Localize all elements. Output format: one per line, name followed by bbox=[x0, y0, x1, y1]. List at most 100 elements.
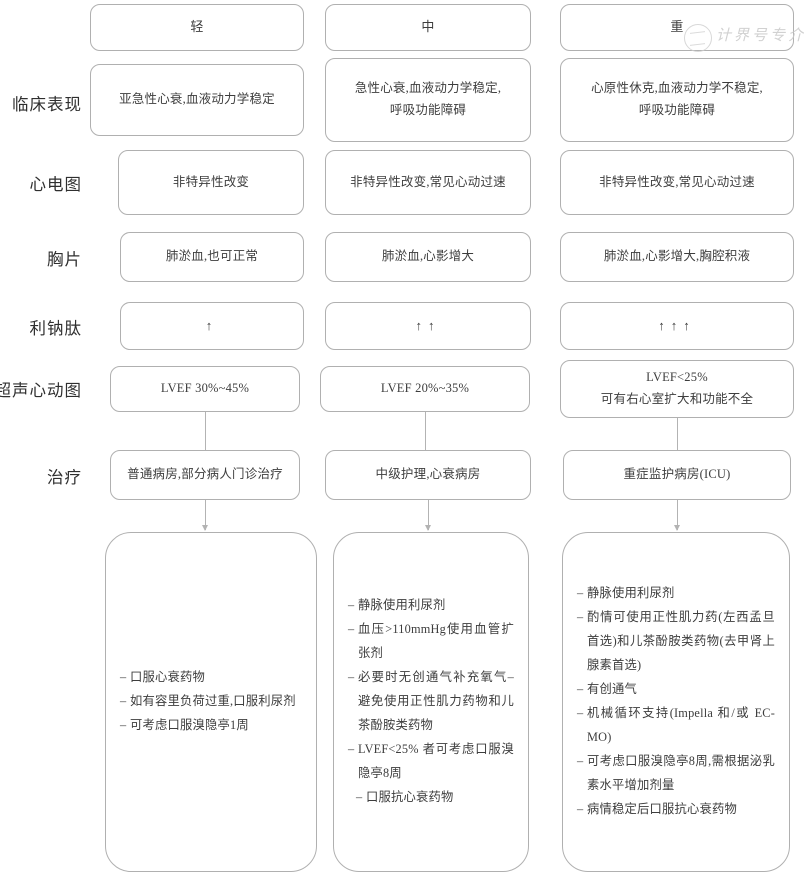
up-arrow-icon: ↑↑ bbox=[415, 317, 441, 333]
treatment-detail-item: –可考虑口服溴隐亭1周 bbox=[120, 714, 302, 738]
column-header-mild-text: 轻 bbox=[190, 19, 204, 35]
bullet-dash-icon: – bbox=[348, 598, 355, 613]
cell-text: 呼吸功能障碍 bbox=[638, 103, 716, 117]
cell-text: 普通病房,部分病人门诊治疗 bbox=[127, 467, 283, 482]
cell-natriuretic-mild[interactable]: ↑ bbox=[120, 302, 304, 350]
bullet-dash-icon: – bbox=[120, 670, 127, 685]
cell-echo-moderate[interactable]: LVEF 20%~35% bbox=[320, 366, 530, 412]
row-label-natriuretic-text: 利钠肽 bbox=[29, 319, 82, 338]
bullet-dash-icon: – bbox=[577, 586, 584, 601]
cell-text: 非特异性改变,常见心动过速 bbox=[350, 174, 506, 189]
treatment-detail-item-text: 必要时无创通气补充氧气–避免使用正性肌力药物和儿茶酚胺类药物 bbox=[358, 670, 514, 732]
cell-text: 肺淤血,心影增大,胸腔积液 bbox=[603, 249, 751, 264]
bullet-dash-icon: – bbox=[120, 717, 127, 732]
cell-clinical-severe[interactable]: 心原性休克,血液动力学不稳定, 呼吸功能障碍 bbox=[560, 58, 794, 142]
column-header-severe-text: 重 bbox=[670, 19, 684, 35]
cell-echo-mild[interactable]: LVEF 30%~45% bbox=[110, 366, 300, 412]
bullet-dash-icon: – bbox=[120, 694, 127, 709]
treatment-detail-item-text: 血压>110mmHg使用血管扩张剂 bbox=[358, 622, 514, 661]
treatment-detail-item-text: 如有容里负荷过重,口服利尿剂 bbox=[130, 694, 296, 709]
cell-text: 肺淤血,心影增大 bbox=[381, 249, 475, 264]
connector-echo-treatment-severe bbox=[677, 418, 678, 450]
row-label-ecg-text: 心电图 bbox=[29, 175, 82, 194]
cell-treatment-moderate[interactable]: 中级护理,心衰病房 bbox=[325, 450, 531, 500]
cell-natriuretic-severe[interactable]: ↑↑↑ bbox=[560, 302, 794, 350]
treatment-detail-item: –机械循环支持(Impella 和/或 EC-MO) bbox=[577, 702, 775, 750]
up-arrow-icon: ↑↑↑ bbox=[658, 317, 696, 333]
treatment-detail-item: –静脉使用利尿剂 bbox=[577, 582, 775, 606]
connector-echo-treatment-moderate bbox=[425, 412, 426, 450]
cell-text: 非特异性改变,常见心动过速 bbox=[599, 174, 755, 189]
cell-text: 可有右心室扩大和功能不全 bbox=[600, 392, 754, 406]
bullet-dash-icon: – bbox=[348, 670, 355, 685]
bullet-dash-icon: – bbox=[577, 801, 584, 816]
cell-text: 亚急性心衰,血液动力学稳定 bbox=[119, 92, 275, 107]
bullet-dash-icon: – bbox=[348, 622, 355, 637]
cell-text: LVEF 30%~45% bbox=[160, 381, 250, 396]
column-header-mild[interactable]: 轻 bbox=[90, 4, 304, 51]
treatment-detail-item: –口服抗心衰药物 bbox=[348, 786, 514, 810]
treatment-detail-item-text: 病情稳定后口服抗心衰药物 bbox=[587, 801, 737, 816]
cell-text: 心原性休克,血液动力学不稳定, bbox=[591, 81, 763, 96]
treatment-detail-severe[interactable]: –静脉使用利尿剂–酌情可使用正性肌力药(左西孟旦首选)和儿茶酚胺类药物(去甲肾上… bbox=[562, 532, 790, 872]
cell-text: LVEF<25% bbox=[646, 370, 708, 385]
treatment-detail-item-text: 口服心衰药物 bbox=[130, 670, 205, 685]
column-header-moderate[interactable]: 中 bbox=[325, 4, 531, 51]
column-header-severe[interactable]: 重 bbox=[560, 4, 794, 51]
cell-text: 呼吸功能障碍 bbox=[389, 103, 467, 117]
bullet-dash-icon: – bbox=[577, 610, 584, 625]
treatment-detail-moderate-list: –静脉使用利尿剂–血压>110mmHg使用血管扩张剂–必要时无创通气补充氧气–避… bbox=[348, 594, 514, 810]
row-label-treatment-text: 治疗 bbox=[47, 468, 82, 487]
treatment-detail-item: –如有容里负荷过重,口服利尿剂 bbox=[120, 690, 302, 714]
treatment-detail-moderate[interactable]: –静脉使用利尿剂–血压>110mmHg使用血管扩张剂–必要时无创通气补充氧气–避… bbox=[333, 532, 529, 872]
cell-natriuretic-moderate[interactable]: ↑↑ bbox=[325, 302, 531, 350]
cell-echo-severe[interactable]: LVEF<25% 可有右心室扩大和功能不全 bbox=[560, 360, 794, 418]
row-label-echo: 超声心动图 bbox=[0, 366, 82, 412]
treatment-detail-item-text: 可考虑口服溴隐亭1周 bbox=[130, 717, 249, 732]
treatment-detail-item: –血压>110mmHg使用血管扩张剂 bbox=[348, 618, 514, 666]
cell-xray-moderate[interactable]: 肺淤血,心影增大 bbox=[325, 232, 531, 282]
row-label-xray-text: 胸片 bbox=[47, 250, 82, 269]
bullet-dash-icon: – bbox=[348, 741, 355, 756]
cell-treatment-severe[interactable]: 重症监护病房(ICU) bbox=[563, 450, 791, 500]
treatment-detail-item: –口服心衰药物 bbox=[120, 666, 302, 690]
cell-text: 非特异性改变 bbox=[172, 174, 250, 189]
treatment-detail-item-text: 口服抗心衰药物 bbox=[366, 789, 454, 804]
treatment-detail-item-text: 静脉使用利尿剂 bbox=[587, 586, 675, 601]
row-label-echo-text: 超声心动图 bbox=[0, 381, 82, 400]
treatment-detail-item-text: 静脉使用利尿剂 bbox=[358, 598, 446, 613]
treatment-detail-severe-list: –静脉使用利尿剂–酌情可使用正性肌力药(左西孟旦首选)和儿茶酚胺类药物(去甲肾上… bbox=[577, 582, 775, 822]
treatment-detail-item-text: 机械循环支持(Impella 和/或 EC-MO) bbox=[587, 706, 775, 744]
cell-treatment-mild[interactable]: 普通病房,部分病人门诊治疗 bbox=[110, 450, 300, 500]
watermark-seal-icon bbox=[684, 24, 712, 52]
cell-text: 急性心衰,血液动力学稳定, bbox=[354, 81, 502, 96]
cell-text: 中级护理,心衰病房 bbox=[375, 467, 481, 482]
treatment-detail-item: –有创通气 bbox=[577, 678, 775, 702]
row-label-xray: 胸片 bbox=[4, 232, 82, 284]
treatment-detail-item-text: 酌情可使用正性肌力药(左西孟旦首选)和儿茶酚胺类药物(去甲肾上腺素首选) bbox=[587, 610, 775, 673]
treatment-detail-item: –可考虑口服溴隐亭8周,需根据泌乳素水平增加剂量 bbox=[577, 750, 775, 798]
up-arrow-icon: ↑ bbox=[205, 317, 219, 333]
cell-ecg-severe[interactable]: 非特异性改变,常见心动过速 bbox=[560, 150, 794, 215]
treatment-detail-item: –静脉使用利尿剂 bbox=[348, 594, 514, 618]
cell-clinical-mild[interactable]: 亚急性心衰,血液动力学稳定 bbox=[90, 64, 304, 136]
bullet-dash-icon: – bbox=[356, 789, 363, 804]
cell-clinical-moderate[interactable]: 急性心衰,血液动力学稳定, 呼吸功能障碍 bbox=[325, 58, 531, 142]
connector-treatment-detail-severe bbox=[674, 500, 680, 531]
bullet-dash-icon: – bbox=[577, 753, 584, 768]
treatment-detail-mild[interactable]: –口服心衰药物–如有容里负荷过重,口服利尿剂–可考虑口服溴隐亭1周 bbox=[105, 532, 317, 872]
cell-xray-severe[interactable]: 肺淤血,心影增大,胸腔积液 bbox=[560, 232, 794, 282]
row-label-ecg: 心电图 bbox=[4, 152, 82, 214]
bullet-dash-icon: – bbox=[577, 682, 584, 697]
cell-xray-mild[interactable]: 肺淤血,也可正常 bbox=[120, 232, 304, 282]
treatment-detail-item-text: 可考虑口服溴隐亭8周,需根据泌乳素水平增加剂量 bbox=[587, 753, 775, 792]
treatment-detail-item: –必要时无创通气补充氧气–避免使用正性肌力药物和儿茶酚胺类药物 bbox=[348, 666, 514, 738]
cell-text: LVEF 20%~35% bbox=[380, 381, 470, 396]
row-label-clinical: 临床表现 bbox=[4, 72, 82, 134]
row-label-clinical-text: 临床表现 bbox=[12, 95, 82, 114]
column-header-moderate-text: 中 bbox=[421, 19, 435, 35]
cell-ecg-moderate[interactable]: 非特异性改变,常见心动过速 bbox=[325, 150, 531, 215]
cell-ecg-mild[interactable]: 非特异性改变 bbox=[118, 150, 304, 215]
cell-text: 重症监护病房(ICU) bbox=[623, 467, 731, 482]
